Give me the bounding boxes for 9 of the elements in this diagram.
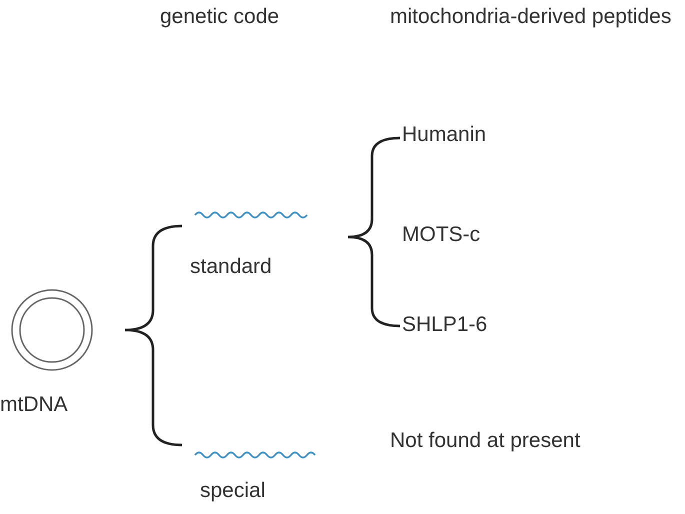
text-label: MOTS-c	[402, 222, 480, 248]
text-label: standard	[190, 254, 272, 280]
text-label: genetic code	[160, 4, 280, 30]
text-label: mtDNA	[0, 392, 68, 418]
text-label: Humanin	[402, 122, 486, 148]
column-heading: mitochondria-derived peptides	[390, 4, 672, 30]
text-label: special	[200, 478, 266, 504]
text-label: Not found at present	[390, 428, 580, 454]
text-label: SHLP1-6	[402, 312, 488, 338]
